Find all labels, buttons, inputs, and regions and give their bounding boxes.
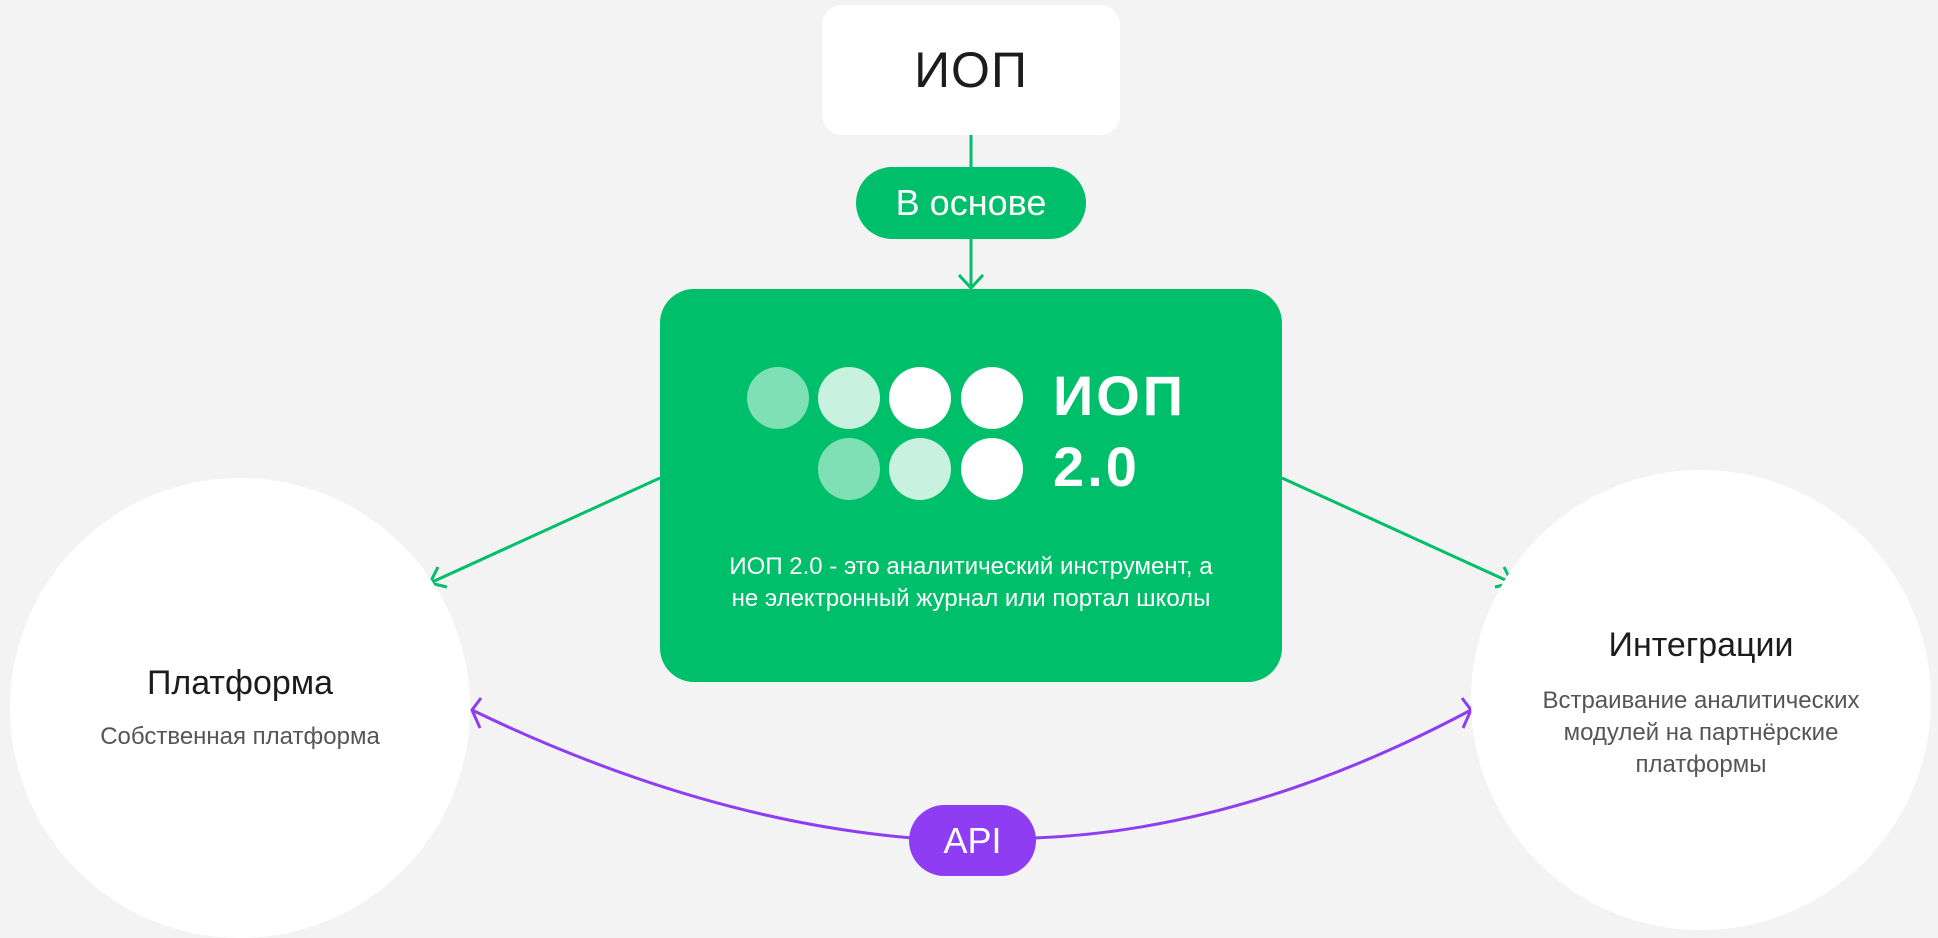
left-node-title: Платформа xyxy=(146,664,334,702)
logo-text-line1: ИОП xyxy=(1053,364,1186,427)
iop-logo: ИОП 2.0 xyxy=(747,364,1186,500)
center-node-description: ИОП 2.0 - это аналитический инструмент, … xyxy=(729,553,1213,612)
connector-center-to-right xyxy=(1281,476,1513,585)
connector-center-to-left xyxy=(429,476,661,585)
logo-dot xyxy=(889,438,951,500)
right-node-integrations: Интеграции Встраивание аналитических мод… xyxy=(1471,470,1931,930)
edge-label-basis: В основе xyxy=(856,167,1086,239)
arrowhead-api-left xyxy=(470,697,483,729)
left-node-platform: Платформа Собственная платформа xyxy=(10,478,470,938)
logo-dot xyxy=(961,367,1023,429)
connector-api-right xyxy=(1033,708,1472,840)
logo-dot xyxy=(961,438,1023,500)
edge-label-api-text: API xyxy=(943,819,1002,861)
edge-label-basis-text: В основе xyxy=(895,182,1047,223)
logo-text-line2: 2.0 xyxy=(1053,435,1140,498)
top-node-iop: ИОП xyxy=(822,5,1120,135)
logo-dot xyxy=(889,367,951,429)
right-node-description: Встраивание аналитических модулей на пар… xyxy=(1542,687,1860,778)
logo-dot xyxy=(818,367,880,429)
top-node-label: ИОП xyxy=(914,42,1028,98)
center-node-iop-2: ИОП 2.0 ИОП 2.0 - это аналитический инст… xyxy=(660,289,1282,682)
logo-dot xyxy=(747,367,809,429)
left-node-description: Собственная платформа xyxy=(100,723,380,750)
logo-dot xyxy=(818,438,880,500)
connector-api-left xyxy=(471,708,913,840)
arrowhead-center xyxy=(957,273,985,291)
edge-label-api: API xyxy=(909,805,1036,876)
right-node-title: Интеграции xyxy=(1608,626,1794,664)
